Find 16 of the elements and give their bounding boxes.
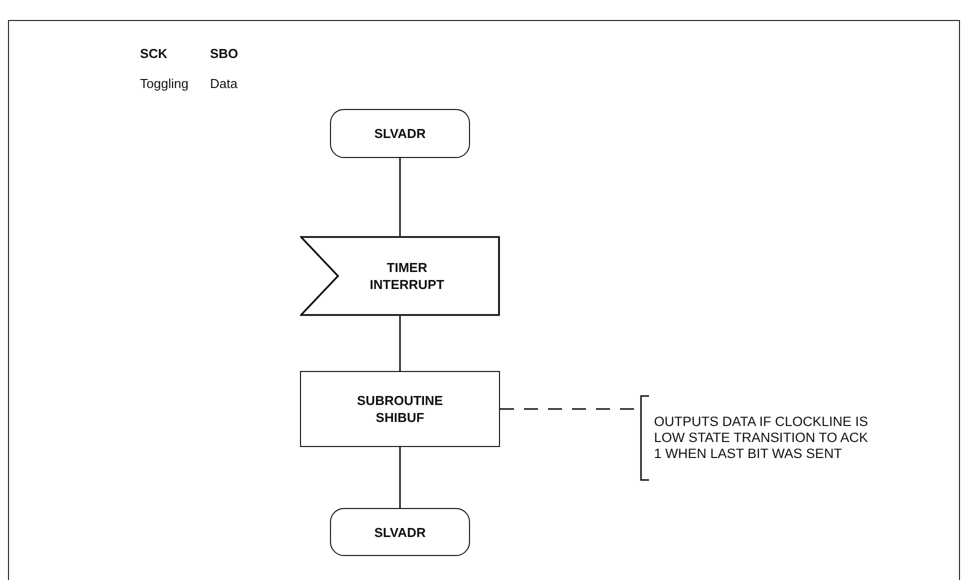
signal-name: SCK (140, 46, 168, 61)
node-label: SLVADR (374, 125, 426, 142)
terminal-box (330, 109, 470, 158)
signal-state: Data (210, 76, 238, 91)
signal-name: SBO (210, 46, 238, 61)
process-box (300, 371, 500, 447)
node-label: SUBROUTINE SHIBUF (356, 392, 444, 426)
connector (399, 316, 401, 371)
node-label: SLVADR (374, 524, 426, 540)
note-text: OUTPUTS DATA IF CLOCKLINE IS LOW STATE TRANSITION TO ACK 1 WHEN LAST BIT WAS SENT (654, 414, 869, 462)
node-label: TIMER INTERRUPT (368, 259, 446, 293)
connector (399, 158, 401, 236)
terminal-box (330, 508, 470, 556)
interrupt-flag (300, 236, 500, 316)
connector (399, 447, 401, 508)
signal-state: Toggling (140, 76, 188, 91)
